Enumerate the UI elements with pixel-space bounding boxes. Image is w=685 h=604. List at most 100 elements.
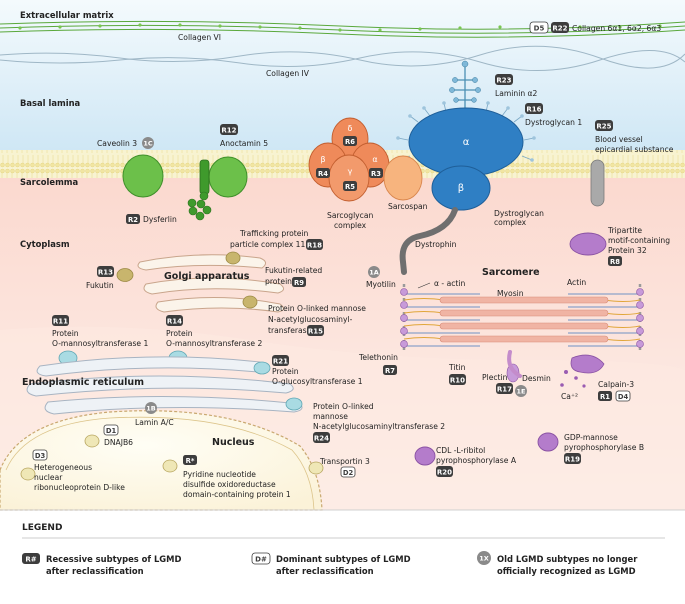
- badge-r8: R8: [608, 256, 622, 266]
- svg-text:R14: R14: [167, 318, 182, 326]
- plectin-label: Plectin: [482, 373, 508, 382]
- svg-text:R5: R5: [345, 183, 355, 191]
- badge-1b: 1B: [145, 402, 157, 414]
- trim32-label-3: Protein 32: [608, 246, 647, 255]
- dysferlin-domains: [187, 191, 212, 221]
- sg-complex-label-2: complex: [334, 221, 367, 230]
- lamin-label: Lamin A/C: [135, 418, 174, 427]
- badge-1e: 1E: [515, 385, 527, 397]
- dystroglycan-alpha-symbol: α: [463, 137, 470, 148]
- desmin-filament: [507, 350, 522, 378]
- sarcoglycan-complex: [308, 117, 390, 202]
- svg-text:R8: R8: [610, 258, 620, 266]
- bves-label-1: Blood vessel: [595, 135, 643, 144]
- region-label-sarcolemma: Sarcolemma: [20, 177, 78, 187]
- poglut1-label-1: Protein: [272, 367, 299, 376]
- pomt1-label-1: Protein: [52, 329, 79, 338]
- badge-r19: R19: [564, 453, 581, 464]
- alpha-actin-pointer: [417, 282, 431, 289]
- pomgnt2-label-1: Protein O-linked: [313, 402, 374, 411]
- dnajb6-label: DNAJB6: [104, 438, 133, 447]
- sg-gamma-symbol: γ: [348, 167, 353, 176]
- svg-text:D5: D5: [534, 25, 545, 33]
- poglut1-label-2: O-glucosyltransferase 1: [272, 377, 363, 386]
- legend-old-label-1: Old LGMD subtypes no longer: [497, 554, 638, 564]
- dg-complex-label-2: complex: [494, 218, 527, 227]
- myosin-label: Myosin: [497, 289, 524, 298]
- pomt2-label-1: Protein: [166, 329, 193, 338]
- golgi-label: Golgi apparatus: [164, 271, 250, 282]
- svg-text:1B: 1B: [146, 405, 156, 413]
- collagen-6-label: Collagen 6α1, 6α2, 6α3: [572, 24, 661, 33]
- badge-r23: R23: [495, 74, 513, 85]
- alpha-actin-label: α - actin: [434, 279, 465, 288]
- badge-r15: R15: [307, 325, 324, 336]
- badge-r20: R20: [436, 466, 453, 477]
- collagen-iv-label: Collagen IV: [266, 69, 310, 78]
- legend-dominant-label-1: Dominant subtypes of LGMD: [276, 554, 411, 564]
- svg-text:R3: R3: [371, 170, 381, 178]
- pyroxd1-protein: [162, 459, 178, 473]
- telethonin-label: Telethonin: [358, 353, 398, 362]
- hnrnpdl-label-1: Heterogeneous: [34, 463, 92, 472]
- svg-text:R17: R17: [497, 386, 512, 394]
- hnrnpdl-label-2: nuclear: [34, 473, 63, 482]
- svg-text:R23: R23: [496, 77, 511, 85]
- badge-r1: R1: [598, 391, 612, 401]
- actin-filaments: [404, 293, 640, 347]
- svg-text:R21: R21: [273, 358, 288, 366]
- pomgnt2-protein: [285, 397, 303, 411]
- anoctamin-label: Anoctamin 5: [220, 139, 268, 148]
- badge-r22: R22: [551, 22, 569, 33]
- poglut1-protein: [253, 361, 271, 375]
- svg-text:R18: R18: [307, 242, 322, 250]
- fukutin-protein: [116, 268, 134, 282]
- svg-text:D#: D#: [255, 556, 267, 564]
- calpain3-protein: [570, 354, 605, 374]
- badge-rstar: R*: [183, 455, 197, 465]
- svg-text:1E: 1E: [517, 388, 526, 396]
- badge-1a: 1A: [368, 266, 380, 278]
- svg-text:R24: R24: [314, 435, 329, 443]
- svg-text:R7: R7: [385, 367, 395, 375]
- desmin-label: Desmin: [522, 374, 551, 383]
- svg-text:R16: R16: [526, 106, 541, 114]
- legend-dominant-label-2: after reclassification: [276, 566, 374, 576]
- svg-text:D4: D4: [618, 393, 629, 401]
- fkrp-label-1: Fukutin-related: [265, 266, 322, 275]
- pyroxd1-label-2: disulfide oxidoreductase: [183, 480, 276, 489]
- dnajb6-protein: [84, 434, 100, 448]
- transportin-protein: [308, 461, 324, 475]
- dystroglycan1-label: Dystroglycan 1: [525, 118, 582, 127]
- nucleus-label: Nucleus: [212, 437, 255, 448]
- badge-r14: R14: [166, 315, 183, 326]
- badge-r18: R18: [306, 239, 323, 250]
- svg-text:R#: R#: [25, 556, 36, 564]
- dysferlin-label: Dysferlin: [143, 215, 177, 224]
- pomgnt1-label-2: N-acetylglucosaminyl-: [268, 315, 353, 324]
- laminin-label: Laminin α2: [495, 89, 538, 98]
- crppa-label-1: CDL -L-ribitol: [436, 446, 485, 455]
- svg-text:R13: R13: [98, 269, 113, 277]
- crppa-protein: [414, 446, 436, 466]
- badge-r5: R5: [343, 181, 357, 191]
- nucleus: [0, 410, 323, 511]
- dg-complex-label-1: Dystroglycan: [494, 209, 544, 218]
- badge-r3: R3: [369, 168, 383, 178]
- collagen-iv-fibers: [0, 45, 685, 71]
- svg-text:R6: R6: [345, 138, 355, 146]
- sarcospan-protein: [383, 155, 423, 201]
- trim32-label-1: Tripartite: [607, 226, 642, 235]
- myotilin-label: Myotilin: [366, 280, 396, 289]
- trappc-label-1: Trafficking protein: [239, 229, 309, 238]
- badge-r16: R16: [525, 103, 543, 114]
- badge-r21: R21: [272, 355, 289, 366]
- badge-d2: D2: [340, 466, 356, 478]
- collagen-vi-label: Collagen VI: [178, 33, 221, 42]
- dystrophin-label: Dystrophin: [415, 240, 457, 249]
- pomt1-label-2: O-mannosyltransferase 1: [52, 339, 148, 348]
- sg-complex-label-1: Sarcoglycan: [327, 211, 374, 220]
- svg-text:R*: R*: [186, 457, 195, 465]
- sarcospan-label: Sarcospan: [388, 202, 428, 211]
- svg-text:R2: R2: [128, 216, 138, 224]
